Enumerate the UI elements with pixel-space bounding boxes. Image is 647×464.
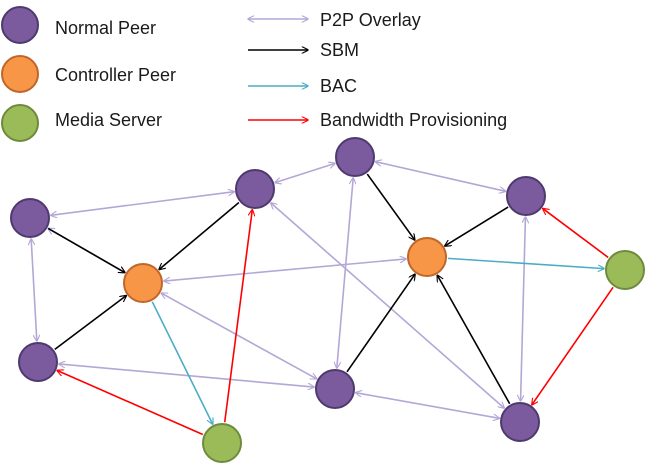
edge-layer <box>31 162 614 436</box>
controller-peer-node-c2 <box>407 237 447 277</box>
edge-p2p-c1-c2 <box>164 259 406 281</box>
edge-sbm-n1-c1 <box>47 227 125 272</box>
controller-peer-node-c1 <box>123 263 163 303</box>
edge-sbm-n7-c2 <box>437 275 511 405</box>
edge-bac-c2-m2 <box>447 257 604 268</box>
edge-sbm-n4-c2 <box>445 206 509 246</box>
normal-peer-node-n6 <box>315 369 355 409</box>
edge-sbm-n3-c2 <box>366 173 414 240</box>
normal-peer-node-n1 <box>10 198 50 238</box>
edge-p2p-n3-n4 <box>375 162 505 192</box>
legend-media-server-label: Media Server <box>55 110 162 130</box>
legend-normal-peer-label: Normal Peer <box>55 18 156 38</box>
legend: Normal Peer Controller Peer Media Server… <box>1 6 507 142</box>
edge-sbm-n5-c1 <box>54 296 126 351</box>
legend-bac-label: BAC <box>320 76 357 96</box>
edge-p2p-n1-n2 <box>51 192 234 216</box>
edge-p2p-n3-n6 <box>337 178 353 368</box>
normal-peer-node-n7 <box>500 402 540 442</box>
edge-p2p-n4-n7 <box>521 217 526 401</box>
edge-p2p-n1-n5 <box>31 239 37 341</box>
edge-p2p-n6-n7 <box>356 393 500 419</box>
normal-peer-node-n3 <box>335 137 375 177</box>
legend-controller-peer-label: Controller Peer <box>55 65 176 85</box>
edge-sbm-n2-c1 <box>159 201 240 270</box>
normal-peer-node-n4 <box>506 176 546 216</box>
edge-bw-m2-n4 <box>543 209 609 259</box>
edge-bw-m1-n5 <box>57 370 204 436</box>
edge-p2p-n2-n3 <box>275 163 335 182</box>
legend-controller-peer-marker <box>1 55 39 93</box>
edge-bw-m2-n7 <box>532 286 614 404</box>
edge-p2p-n5-n6 <box>59 364 314 387</box>
legend-media-server-marker <box>1 104 39 142</box>
edge-p2p-n2-n7 <box>271 203 504 408</box>
normal-peer-node-n5 <box>18 342 58 382</box>
legend-bandwidth-provisioning-label: Bandwidth Provisioning <box>320 110 507 130</box>
legend-normal-peer-marker <box>1 6 39 44</box>
legend-sbm-label: SBM <box>320 40 359 60</box>
media-server-node-m2 <box>605 250 645 290</box>
media-server-node-m1 <box>202 423 242 463</box>
legend-p2p-overlay-label: P2P Overlay <box>320 10 421 30</box>
node-layer <box>10 137 645 463</box>
edge-bw-m1-n2 <box>223 210 253 423</box>
edge-bac-c1-m1 <box>151 301 212 424</box>
edge-sbm-n6-c2 <box>346 274 415 373</box>
normal-peer-node-n2 <box>235 169 275 209</box>
